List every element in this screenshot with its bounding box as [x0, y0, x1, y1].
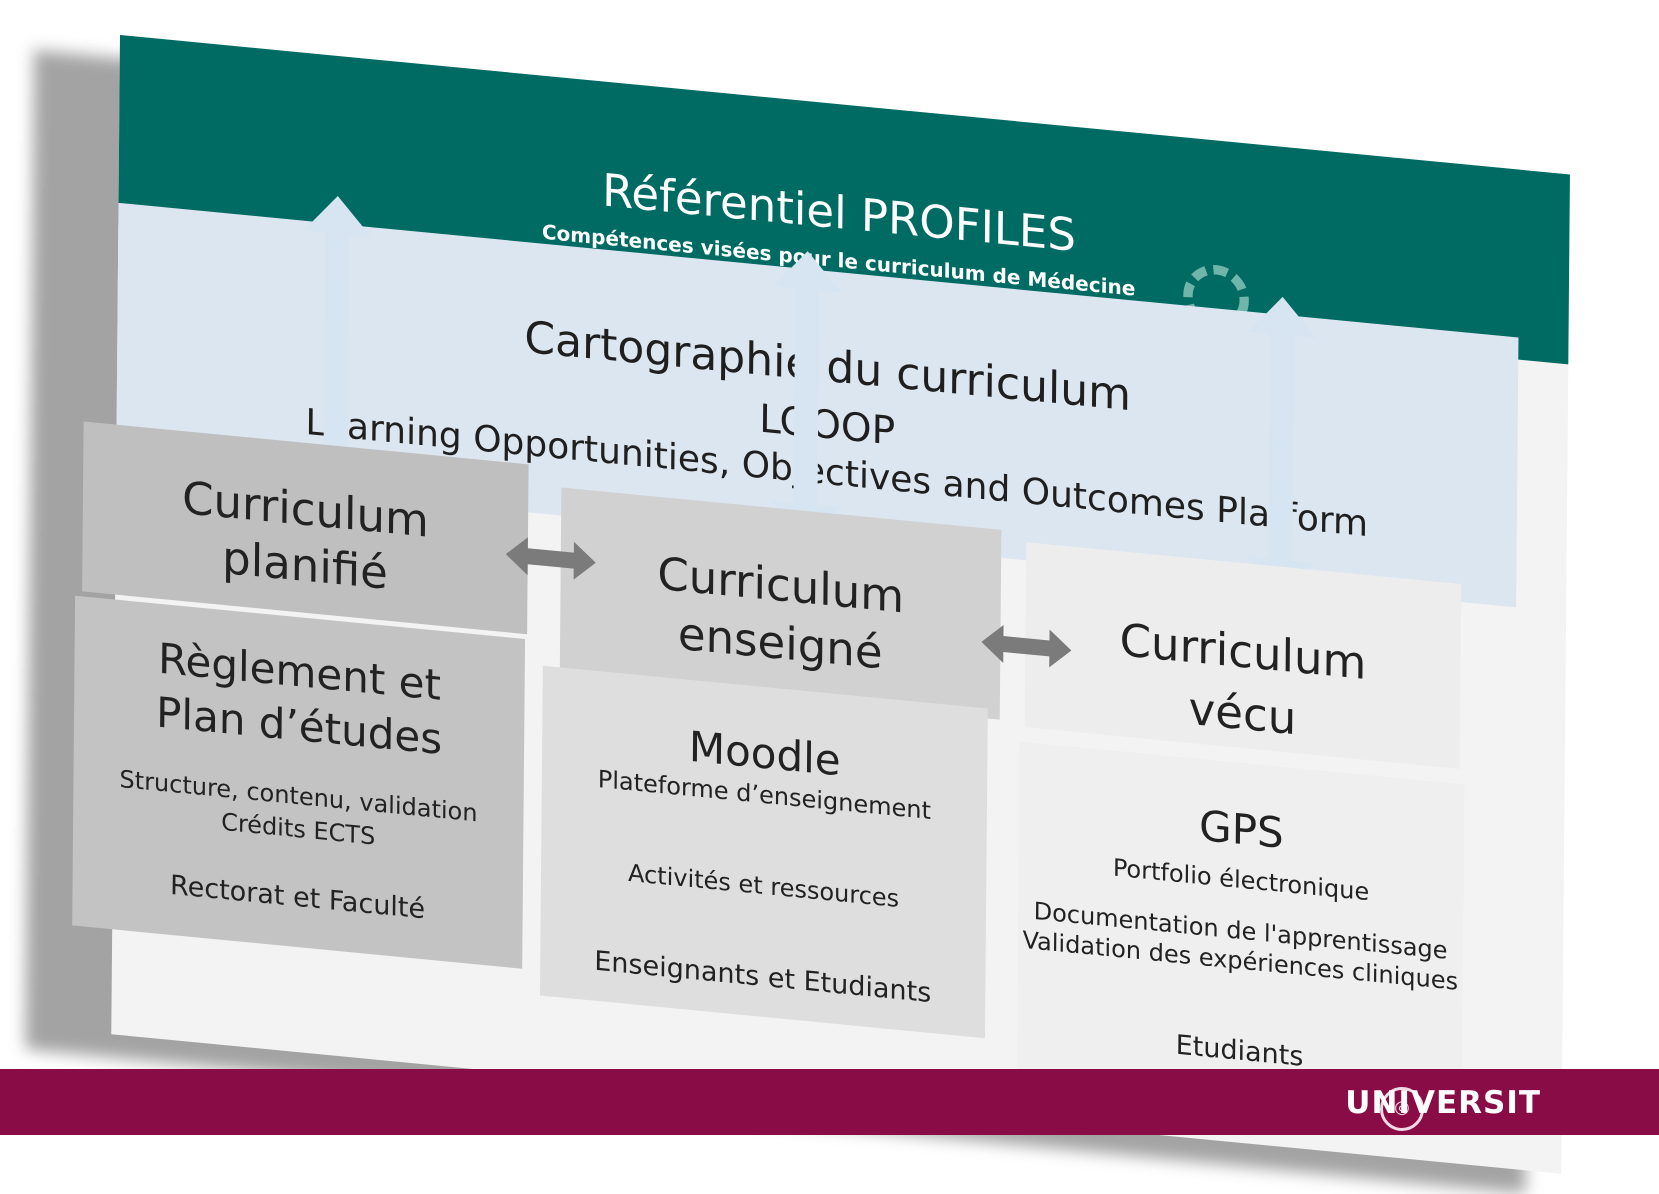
up-arrow-left: [303, 192, 372, 238]
gps-box: GPS Portfolio électronique Documentation…: [1016, 741, 1465, 1115]
university-seal-icon: ◎: [1380, 1087, 1424, 1131]
reglement-box: Règlement et Plan d’études Structure, co…: [72, 595, 526, 969]
arrow-stem-right: [1268, 333, 1295, 561]
left-right-arrow-1: [505, 537, 596, 580]
reglement-line3: Rectorat et Faculté: [169, 869, 426, 926]
arrow-stem-middle: [793, 287, 820, 506]
left-right-arrow-2: [981, 625, 1072, 668]
moodle-line2: Activités et ressources: [627, 858, 900, 913]
up-arrow-right: [1248, 293, 1317, 339]
up-arrow-middle: [773, 247, 842, 293]
arrow-stem-left: [323, 232, 350, 450]
moodle-box: Moodle Plateforme d’enseignement Activit…: [539, 665, 988, 1039]
university-label: UNIVERSIT: [1345, 1085, 1541, 1121]
moodle-line3: Enseignants et Etudiants: [594, 945, 932, 1010]
curriculum-diagram-slide: Référentiel PROFILES Compétences visées …: [72, 35, 1570, 1174]
partial-top-title: [0, 0, 1659, 48]
